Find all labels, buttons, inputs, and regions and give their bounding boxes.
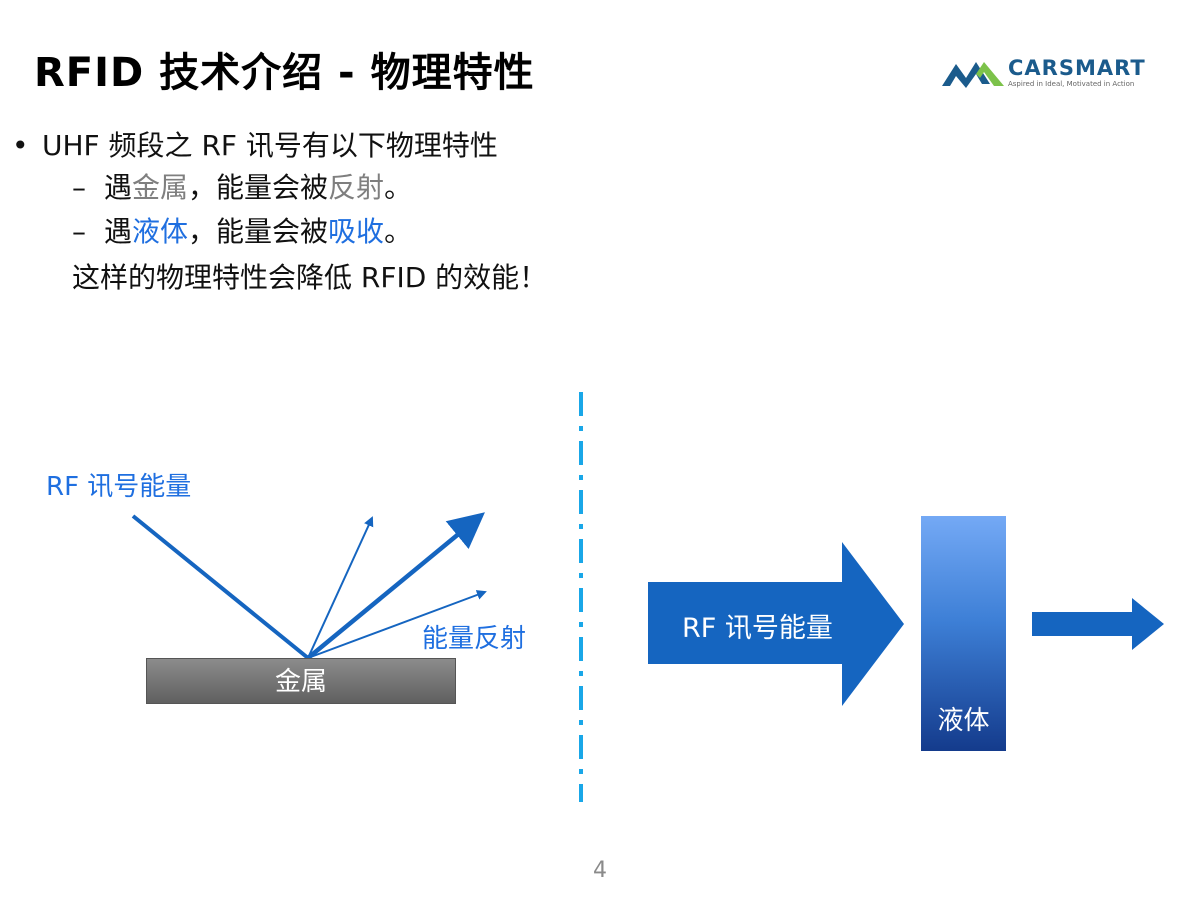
metal-label: 金属 xyxy=(274,667,327,697)
liquid-label: 液体 xyxy=(937,706,990,736)
metal-surface: 金属 xyxy=(146,658,456,704)
incident-signal-line xyxy=(131,514,310,660)
sub1-keyword-reflect: 反射 xyxy=(328,171,385,204)
sub2-keyword-absorb: 吸收 xyxy=(328,215,385,248)
dash-dot-divider xyxy=(579,392,583,802)
sub1-keyword-metal: 金属 xyxy=(132,171,189,204)
reflected-arrow-thin-1 xyxy=(307,516,374,659)
signal-energy-label-right: RF 讯号能量 xyxy=(682,613,833,644)
sub2-keyword-liquid: 液体 xyxy=(132,215,189,248)
signal-arrow-big xyxy=(648,542,904,706)
page-title: RFID 技术介绍 - 物理特性 xyxy=(34,50,535,96)
sub2-suffix: 。 xyxy=(384,215,413,248)
energy-reflect-label: 能量反射 xyxy=(422,624,527,654)
reflected-arrow-thin-2 xyxy=(307,590,487,659)
sub-bullet-metal: –遇金属，能量会被反射。 xyxy=(72,168,412,208)
bullet-main-text: UHF 频段之 RF 讯号有以下物理特性 xyxy=(42,129,498,162)
sub2-middle: ，能量会被 xyxy=(188,215,329,248)
sub1-middle: ，能量会被 xyxy=(188,171,329,204)
logo-wordmark: CARSMART xyxy=(1008,56,1146,80)
conclusion-text: 这样的物理特性会降低 RFID 的效能！ xyxy=(72,261,548,294)
logo-mountain-icon xyxy=(942,62,1004,88)
bullet-main: • UHF 频段之 RF 讯号有以下物理特性 xyxy=(12,126,498,166)
dash-icon: – xyxy=(72,171,86,204)
bullet-dot-icon: • xyxy=(12,129,29,162)
sub-bullet-liquid: –遇液体，能量会被吸收。 xyxy=(72,212,412,252)
page-number: 4 xyxy=(593,858,607,883)
sub2-prefix: 遇 xyxy=(104,215,133,248)
sub1-prefix: 遇 xyxy=(104,171,133,204)
signal-arrow-small xyxy=(1032,598,1164,650)
sub1-suffix: 。 xyxy=(384,171,413,204)
company-logo: CARSMART Aspired in Ideal, Motivated in … xyxy=(942,54,1174,94)
liquid-block: 液体 xyxy=(921,516,1006,751)
signal-energy-label-left: RF 讯号能量 xyxy=(46,472,192,502)
dash-icon: – xyxy=(72,215,86,248)
reflected-arrow-thick xyxy=(306,512,485,660)
logo-tagline: Aspired in Ideal, Motivated in Action xyxy=(1008,80,1135,88)
